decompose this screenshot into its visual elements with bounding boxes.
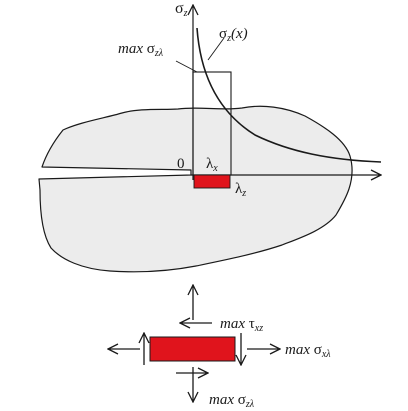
stress-curve-leader xyxy=(207,37,225,61)
max-stress-label: max σzλ xyxy=(118,41,164,59)
stress-curve xyxy=(196,27,382,163)
solid-body xyxy=(38,105,353,273)
origin-label: 0 xyxy=(177,156,185,172)
stress-curve-label: σz(x) xyxy=(219,26,248,44)
max-sigma-x-label: max σxλ xyxy=(285,342,331,360)
max-shear-label: max τxz xyxy=(220,316,263,334)
stress-element xyxy=(149,336,236,362)
lambda-z-label: λz xyxy=(235,181,246,199)
max-stress-leader xyxy=(175,60,198,73)
lambda-x-label: λx xyxy=(206,156,218,174)
max-sigma-z-label: max σzλ xyxy=(209,392,255,410)
process-zone xyxy=(193,174,231,189)
sigma-z-axis-label: σz xyxy=(175,0,188,19)
